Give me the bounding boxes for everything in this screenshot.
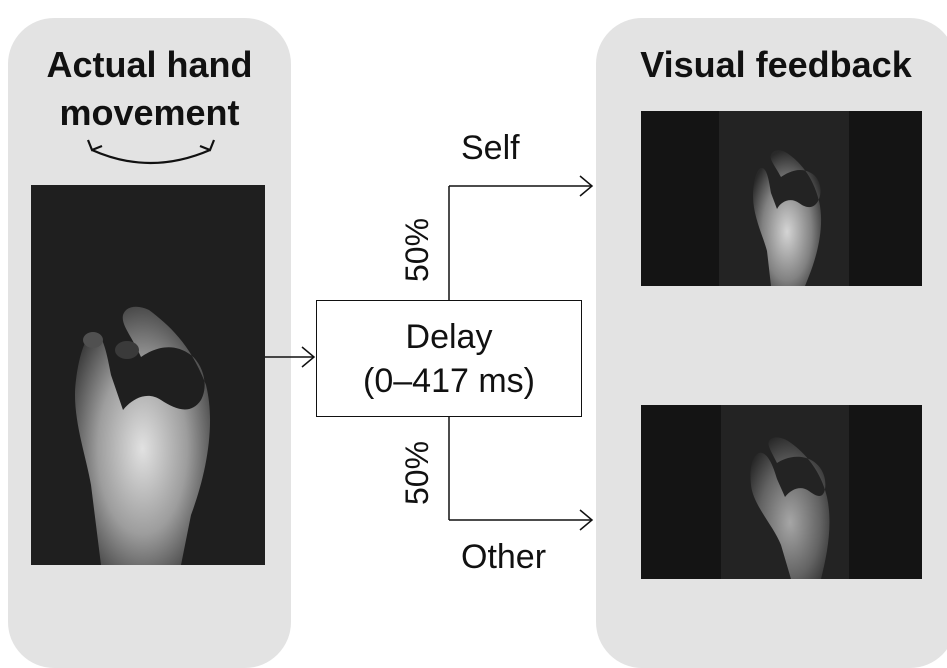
actual-hand-photo (31, 185, 265, 565)
self-branch-arrow (448, 175, 594, 300)
other-branch-label: Other (461, 538, 547, 576)
self-branch-percent: 50% (399, 217, 436, 283)
actual-movement-title-line1: Actual hand (46, 44, 253, 85)
delay-label: Delay (405, 318, 493, 356)
other-branch-percent: 50% (399, 440, 436, 506)
other-branch-arrow (448, 417, 594, 531)
self-branch-label: Self (461, 129, 520, 167)
self-feedback-photo (641, 111, 922, 286)
delay-range: (0–417 ms) (363, 362, 535, 400)
visual-feedback-title: Visual feedback (640, 44, 912, 85)
delay-box: Delay (0–417 ms) (316, 300, 582, 417)
other-feedback-photo (641, 405, 922, 579)
actual-movement-title-line2: movement (59, 92, 240, 133)
